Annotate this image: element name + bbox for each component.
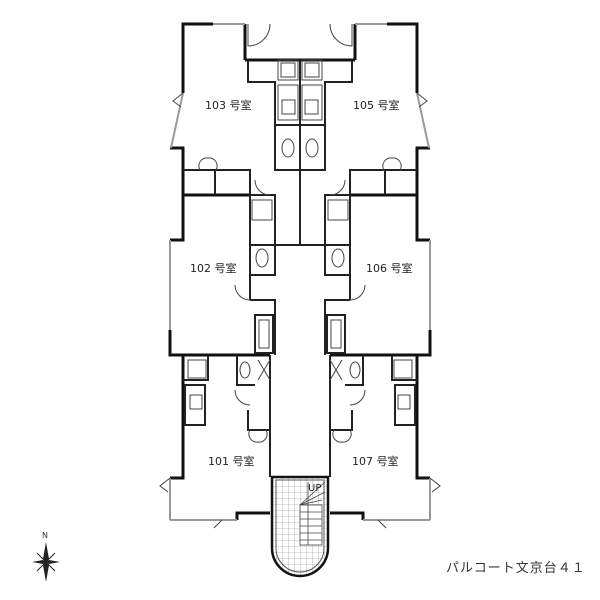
room-label-102: 102 号室 <box>190 262 237 275</box>
north-label: N <box>42 531 48 540</box>
building-name: パルコート文京台４１ <box>446 561 586 576</box>
room-label-106: 106 号室 <box>366 262 413 275</box>
stairs-up-label: UP <box>308 483 322 494</box>
compass-icon <box>32 542 60 582</box>
room-label-103: 103 号室 <box>205 99 252 112</box>
stairwell <box>270 475 330 578</box>
room-label-105: 105 号室 <box>353 99 400 112</box>
room-label-107: 107 号室 <box>352 455 399 468</box>
room-label-101: 101 号室 <box>208 455 255 468</box>
